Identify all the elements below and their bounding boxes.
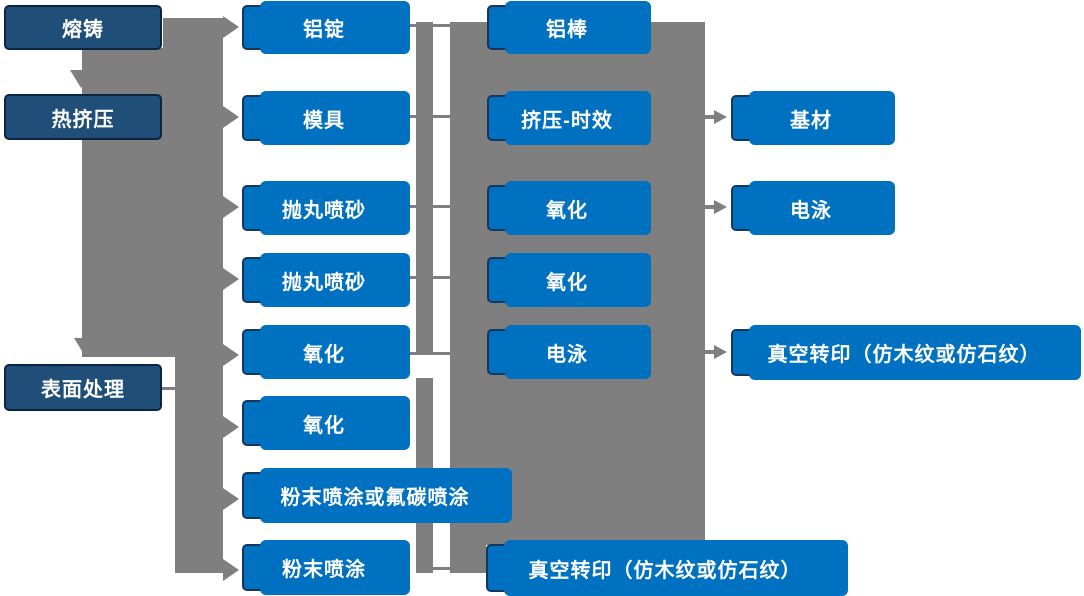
vertical-bar-upper: [416, 22, 433, 353]
stem-electrophoresis: [705, 205, 715, 209]
arrowhead-electrophoresis: [714, 200, 727, 214]
node-shot-blasting-2: 抛丸喷砂: [242, 253, 410, 307]
node-vacuum-transfer-bottom: 真空转印（仿木纹或仿石纹）: [486, 540, 848, 596]
surface-treatment-stub-line: [162, 387, 176, 390]
arrowhead-powder-coating: [223, 559, 239, 581]
node-base-material: 基材: [731, 91, 895, 145]
arrowhead-shot-blasting-2: [223, 268, 239, 290]
node-electrophoresis-1: 电泳: [487, 325, 651, 379]
node-oxidation-4: 氧化: [487, 253, 651, 307]
trunk-lower-band: [175, 357, 223, 573]
stem-base-material: [705, 115, 715, 119]
node-mold: 模具: [242, 91, 410, 145]
arrowhead-oxidation-2: [223, 416, 239, 438]
arrowhead-mold: [223, 106, 239, 128]
arrowhead-base-material: [714, 110, 727, 124]
node-powder-or-fluorocarbon: 粉末喷涂或氟碳喷涂: [242, 468, 512, 523]
node-aluminum-ingot: 铝锭: [242, 1, 410, 54]
arrowhead-aluminum-ingot: [223, 16, 239, 38]
node-melting: 熔铸: [4, 5, 162, 50]
arrowhead-powder-or-fluorocarbon: [223, 488, 239, 510]
node-oxidation-3: 氧化: [487, 181, 651, 235]
node-aluminum-rod: 铝棒: [487, 1, 651, 54]
trunk-mid-band: [163, 18, 223, 357]
node-oxidation-1: 氧化: [242, 325, 410, 379]
center-panel-foot: [450, 545, 486, 573]
arrowhead-vacuum-transfer: [714, 345, 727, 359]
arrowhead-down-surface-treatment: [74, 338, 96, 356]
arrowhead-shot-blasting-1: [223, 196, 239, 218]
node-vacuum-transfer-right: 真空转印（仿木纹或仿石纹）: [731, 325, 1081, 380]
node-powder-coating: 粉末喷涂: [242, 540, 410, 595]
node-electrophoresis-2: 电泳: [731, 181, 895, 235]
node-surface-treatment: 表面处理: [4, 364, 162, 411]
stem-vacuum-transfer: [705, 350, 715, 354]
arrowhead-down-hot-extrusion: [70, 70, 92, 88]
arrowhead-oxidation-1: [223, 344, 239, 366]
node-shot-blasting-1: 抛丸喷砂: [242, 181, 410, 235]
node-hot-extrusion: 热挤压: [4, 94, 162, 140]
tie-line-powder-coating-bottom: [432, 567, 452, 570]
node-oxidation-2: 氧化: [242, 396, 410, 450]
node-extrusion-aging: 挤压-时效: [487, 91, 651, 145]
tie-line-oxidation-1: [406, 352, 450, 355]
